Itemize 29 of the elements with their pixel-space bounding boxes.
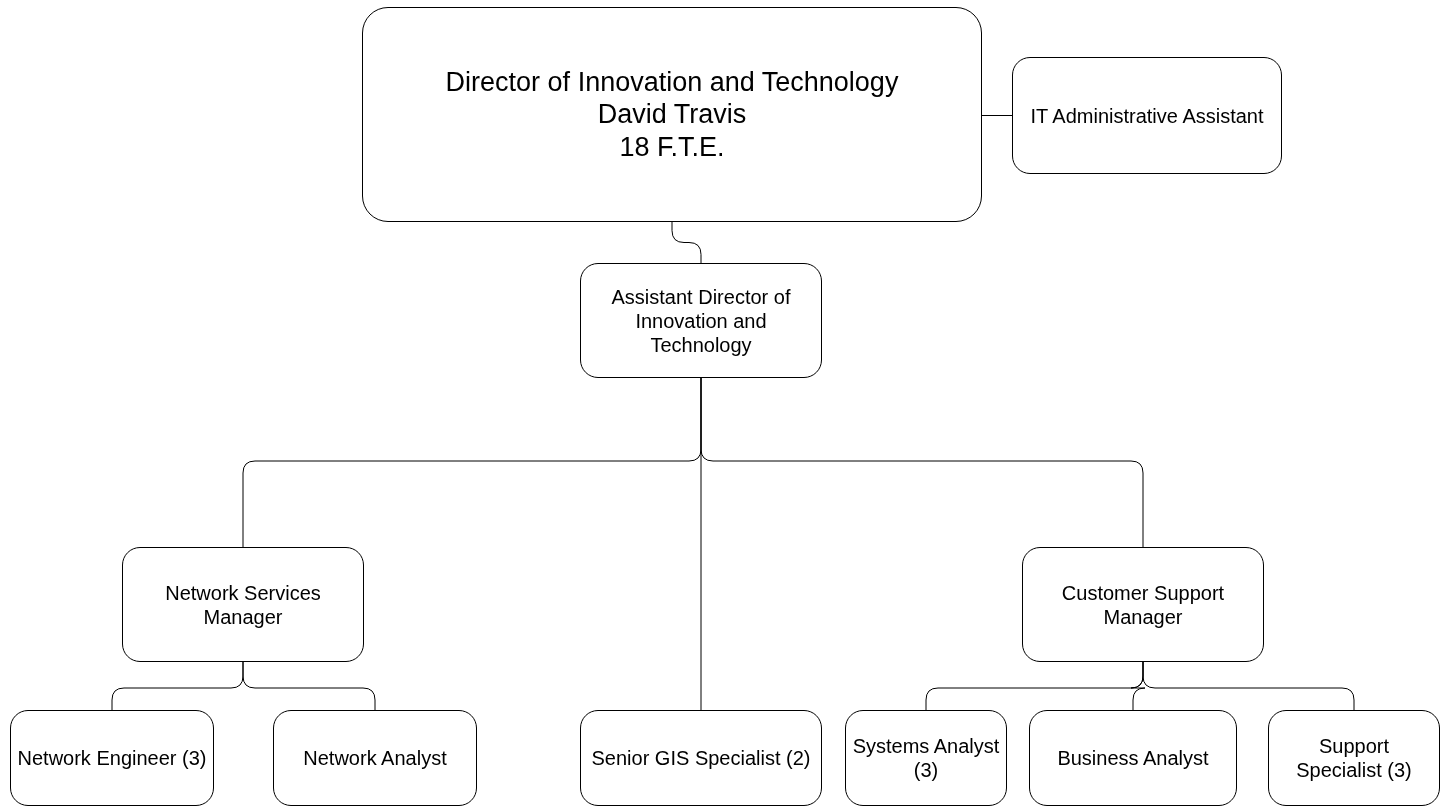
role-box: [10, 710, 214, 806]
role-box: [845, 710, 1007, 806]
role-title: David Travis: [597, 98, 747, 131]
connector-line: [981, 115, 1013, 116]
role-title: Network Analyst: [303, 746, 447, 770]
role-box: [1268, 710, 1440, 806]
role-title: Network Engineer (3): [17, 746, 207, 770]
role-box: [1012, 57, 1282, 174]
role-box: [362, 7, 982, 222]
role-box: [122, 547, 364, 662]
role-title: 18 F.T.E.: [619, 130, 725, 164]
role-title: Systems Analyst (3): [852, 734, 1000, 782]
role-box: [1022, 547, 1264, 662]
role-title: IT Administrative Assistant: [1030, 103, 1264, 128]
role-title: Assistant Director of Innovation and Technology: [610, 284, 792, 357]
connector-line: [700, 377, 1144, 548]
role-title: Director of Innovation and Technology: [445, 65, 899, 99]
role-title: Network Services Manager: [164, 580, 322, 629]
role-title: Business Analyst: [1057, 746, 1209, 770]
role-box: [1029, 710, 1237, 806]
role-title: Customer Support Manager: [1060, 580, 1226, 629]
role-title: Senior GIS Specialist (2): [591, 746, 811, 770]
connector-line: [242, 661, 376, 711]
role-title: Support Specialist (3): [1295, 734, 1413, 782]
role-box: [580, 710, 822, 806]
role-box: [273, 710, 477, 806]
role-box: [580, 263, 822, 378]
connector-line: [671, 221, 702, 264]
connector-line: [1142, 661, 1355, 711]
